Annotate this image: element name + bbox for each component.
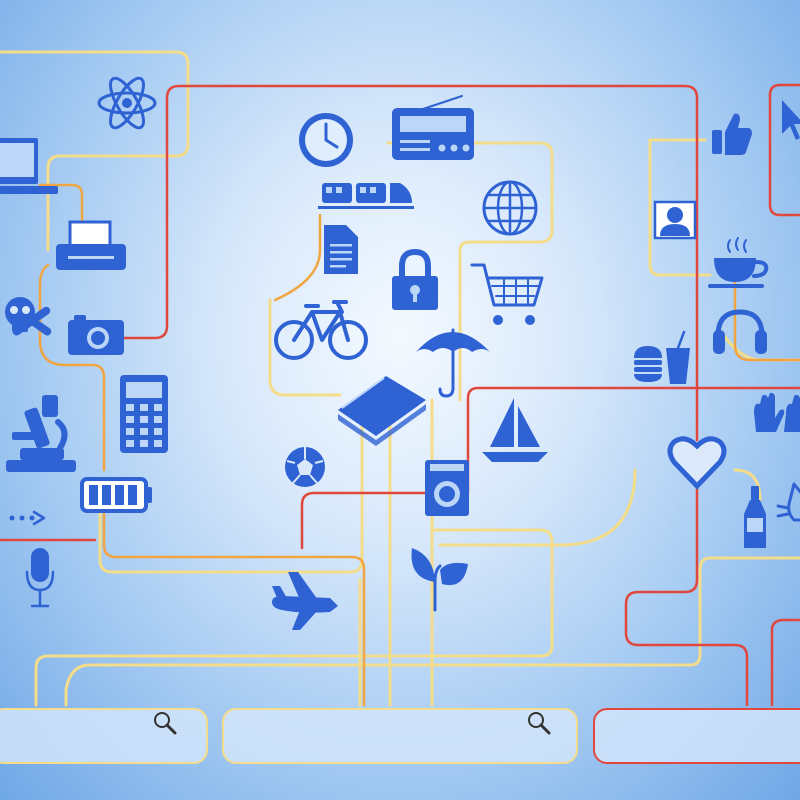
cat-icon [776, 482, 800, 522]
printer-icon [56, 220, 126, 270]
burger-drink-icon [634, 330, 690, 384]
document-icon [324, 225, 358, 274]
orange-lines [38, 183, 366, 707]
battery-icon [80, 477, 152, 513]
hands-icon [754, 392, 800, 432]
search-box-right[interactable] [593, 708, 800, 764]
airplane-icon [272, 572, 338, 630]
calculator-icon [120, 375, 168, 453]
plant-icon [411, 548, 468, 612]
camera-icon [68, 315, 124, 355]
clock-icon [299, 113, 353, 167]
book-icon [338, 376, 426, 446]
user-icon [653, 200, 697, 240]
arrow-icon [9, 510, 46, 526]
microphone-icon [25, 548, 55, 608]
washing-machine-icon [425, 460, 469, 516]
padlock-icon [392, 249, 438, 310]
bicycle-icon [274, 300, 368, 360]
search-icon [528, 712, 551, 735]
headphones-icon [713, 309, 767, 354]
thumbs-up-icon [712, 113, 752, 155]
right-edge-lines [733, 263, 800, 362]
soccer-ball-icon [285, 447, 325, 487]
computer-icon [0, 138, 58, 194]
umbrella-icon [416, 328, 490, 398]
search-box-center[interactable] [222, 708, 578, 764]
microscope-icon [6, 395, 76, 472]
skull-crossbones-icon [5, 297, 52, 336]
bottle-icon [744, 486, 766, 548]
heart-icon [667, 436, 727, 490]
search-icon [154, 712, 177, 735]
radio-icon [392, 95, 474, 160]
sailboat-icon [482, 398, 548, 462]
shopping-cart-icon [470, 263, 544, 325]
search-box-left[interactable] [0, 708, 208, 764]
train-icon [318, 183, 414, 209]
cursor-icon [782, 100, 800, 140]
coffee-cup-icon [708, 237, 769, 288]
atom-icon [97, 76, 157, 130]
red-lines [0, 83, 800, 707]
globe-icon [482, 180, 538, 236]
